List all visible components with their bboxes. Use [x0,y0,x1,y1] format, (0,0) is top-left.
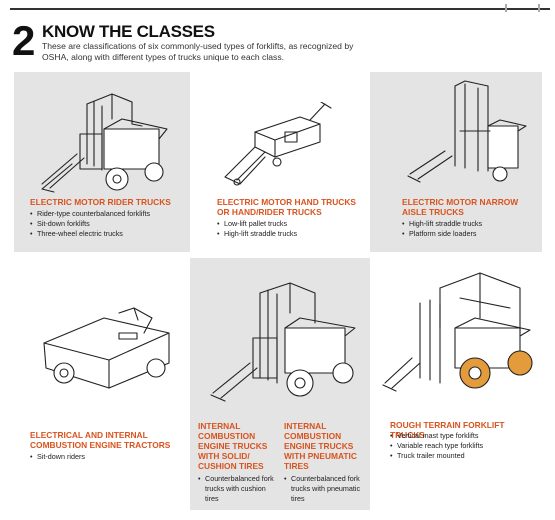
ic-forklift-illustration [210,282,356,402]
top-rule-tick [505,4,507,12]
top-rule [10,8,550,10]
class-heading: ELECTRIC MOTOR RIDER TRUCKS [30,197,171,207]
list-item: High-lift straddle trucks [402,219,537,229]
pallet-truck-illustration [224,102,332,186]
class-panel-electric-rider: ELECTRIC MOTOR RIDER TRUCKS Rider-type c… [14,72,190,252]
list-item: Three-wheel electric trucks [30,229,185,239]
class-heading: INTERNAL COMBUSTION ENGINE TRUCKS WITH P… [284,421,357,471]
list-item: High-lift straddle trucks [217,229,357,239]
tractor-illustration [43,307,170,389]
class-panel-narrow-aisle: ELECTRIC MOTOR NARROW AISLE TRUCKS High-… [370,72,542,252]
list-item: Variable reach type forklifts [390,441,540,451]
top-rule-tick [538,4,540,12]
narrow-aisle-truck-illustration [407,80,527,183]
class-bullet-list: Rider-type counterbalanced forklifts Sit… [30,209,185,239]
list-item: Platform side loaders [402,229,537,239]
class-bullet-list: Counterbalanced fork trucks with cushion… [198,474,278,504]
class-bullet-list: High-lift straddle trucks Platform side … [402,219,537,239]
list-item: Sit-down forklifts [30,219,185,229]
class-heading: ELECTRIC MOTOR NARROW AISLE TRUCKS [402,197,519,217]
class-bullet-list: Counterbalanced fork trucks with pneumat… [284,474,366,504]
rough-terrain-forklift-illustration [382,272,533,392]
class-panel-tractors: ELECTRICAL AND INTERNAL COMBUSTION ENGIN… [14,258,190,488]
class-heading: ELECTRICAL AND INTERNAL COMBUSTION ENGIN… [30,430,171,450]
class-bullet-list: Sit-down riders [30,452,180,462]
page-subtitle: These are classifications of six commonl… [42,41,354,62]
class-bullet-list: Low-lift pallet trucks High-lift straddl… [217,219,357,239]
list-item: Truck trailer mounted [390,451,540,461]
class-panel-electric-hand: ELECTRIC MOTOR HAND TRUCKS OR HAND/RIDER… [190,72,370,252]
class-panel-rough-terrain: ROUGH TERRAIN FORKLIFT TRUCKS Vertical m… [370,258,542,488]
rider-forklift-illustration [41,93,168,193]
class-heading: INTERNAL COMBUSTION ENGINE TRUCKS WITH S… [198,421,268,471]
section-number: 2 [12,17,35,64]
list-item: Counterbalanced fork trucks with pneumat… [284,474,366,504]
list-item: Counterbalanced fork trucks with cushion… [198,474,278,504]
list-item: Low-lift pallet trucks [217,219,357,229]
class-bullet-list: Vertical mast type forklifts Variable re… [390,431,540,461]
class-heading: ELECTRIC MOTOR HAND TRUCKS OR HAND/RIDER… [217,197,356,217]
page-title: KNOW THE CLASSES [42,22,215,41]
list-item: Sit-down riders [30,452,180,462]
list-item: Vertical mast type forklifts [390,431,540,441]
list-item: Rider-type counterbalanced forklifts [30,209,185,219]
class-panel-internal-combustion: INTERNAL COMBUSTION ENGINE TRUCKS WITH S… [190,258,370,510]
